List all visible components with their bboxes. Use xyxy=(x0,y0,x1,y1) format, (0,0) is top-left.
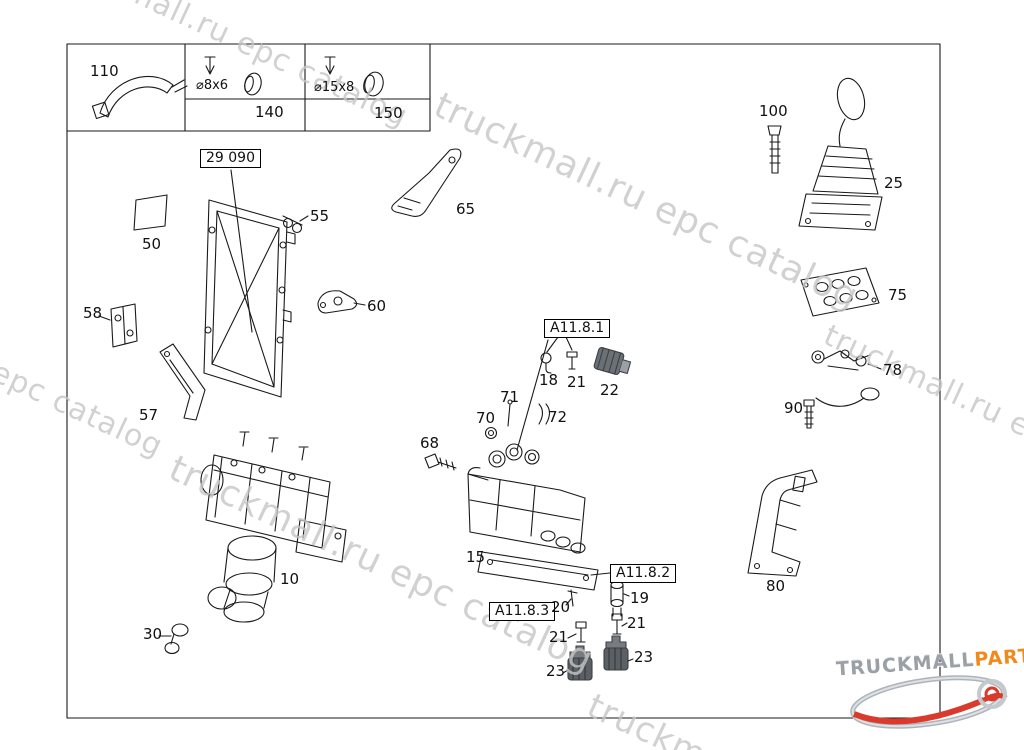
part-connector-22 xyxy=(593,347,632,375)
part-bracket-65 xyxy=(391,148,462,217)
callout-25: 25 xyxy=(884,174,904,192)
callout-75: 75 xyxy=(888,286,908,304)
callout-100: 100 xyxy=(759,102,788,120)
callout-30: 30 xyxy=(143,625,163,643)
part-fitting-18 xyxy=(540,352,552,374)
callout-140: 140 xyxy=(255,103,284,121)
callout-58: 58 xyxy=(83,304,103,322)
part-bracket-60 xyxy=(317,290,358,314)
callout-23-left: 23 xyxy=(546,662,566,680)
leader-55 xyxy=(299,215,309,222)
part-valve-21a xyxy=(566,351,578,370)
callout-90: 90 xyxy=(784,399,804,417)
callout-70: 70 xyxy=(476,409,496,427)
callout-20: 20 xyxy=(551,598,571,616)
part-valve-30 xyxy=(164,623,189,655)
leader-23a xyxy=(562,669,569,674)
assembly-number-box: 29 090 xyxy=(200,149,261,168)
leader-19 xyxy=(623,593,630,597)
callout-110: 110 xyxy=(90,62,119,80)
callout-78: 78 xyxy=(883,361,903,379)
callout-21-left: 21 xyxy=(549,628,569,646)
diagram-border xyxy=(66,43,941,719)
part-pin-71 xyxy=(507,399,513,427)
part-ring-70 xyxy=(484,426,498,440)
ref-box-a11-8-2: A11.8.2 xyxy=(610,564,677,583)
truckmall-logo: TRUCKMALLPARTS xyxy=(835,644,1024,732)
callout-23-right: 23 xyxy=(634,648,654,666)
part-bolt-100 xyxy=(767,125,782,174)
callout-15: 15 xyxy=(466,548,486,566)
callout-22: 22 xyxy=(600,381,620,399)
leader-21b xyxy=(567,633,577,639)
callout-21-top: 21 xyxy=(567,373,587,391)
part-clamp-55 xyxy=(282,215,303,234)
part-plate-50 xyxy=(133,194,168,231)
part-connector-23a xyxy=(567,645,593,681)
part-linkage-78 xyxy=(811,349,871,371)
part-clip-72 xyxy=(538,403,551,425)
part-valve-10 xyxy=(200,431,347,623)
leader-78 xyxy=(867,363,882,370)
part-shift-lever-25 xyxy=(798,77,883,231)
legend-dim-8x6: ⌀8x6 xyxy=(196,78,229,93)
part-bolt-90 xyxy=(803,387,880,429)
leader-58 xyxy=(98,315,111,321)
part-bracket-57 xyxy=(159,343,206,421)
callout-150: 150 xyxy=(374,104,403,122)
part-grommet-140 xyxy=(204,56,262,96)
callout-68: 68 xyxy=(420,434,440,452)
leader-a1181 xyxy=(516,336,573,451)
callout-57: 57 xyxy=(139,406,159,424)
part-screw-20 xyxy=(567,589,578,607)
leader-20 xyxy=(565,598,572,606)
ref-box-a11-8-1: A11.8.1 xyxy=(544,319,611,338)
callout-18: 18 xyxy=(539,371,559,389)
callout-80: 80 xyxy=(766,577,786,595)
part-mounting-plate xyxy=(203,199,296,398)
part-valve-15 xyxy=(467,443,599,591)
part-bracket-80 xyxy=(747,469,818,577)
logo-suffix: PARTS xyxy=(973,643,1024,671)
part-gate-plate-75 xyxy=(800,267,880,317)
logo-swirl-icon xyxy=(850,675,1008,729)
leader-29090 xyxy=(230,169,253,333)
part-sensor-19 xyxy=(610,580,624,617)
leader-60 xyxy=(353,302,366,306)
callout-55: 55 xyxy=(310,207,330,225)
callout-19: 19 xyxy=(630,589,650,607)
callout-71: 71 xyxy=(500,388,520,406)
part-bracket-58 xyxy=(110,303,138,348)
legend-dim-15x8: ⌀15x8 xyxy=(314,80,355,95)
callout-10: 10 xyxy=(280,570,300,588)
part-bolt-68 xyxy=(424,453,457,471)
leader-23b xyxy=(627,658,634,662)
callout-72: 72 xyxy=(548,408,568,426)
callout-50: 50 xyxy=(142,235,162,253)
callout-65: 65 xyxy=(456,200,476,218)
leader-a1182 xyxy=(590,572,611,576)
leader-21c xyxy=(621,622,628,627)
part-grommet-150 xyxy=(324,56,384,97)
callout-60: 60 xyxy=(367,297,387,315)
callout-21-right: 21 xyxy=(627,614,647,632)
ref-box-a11-8-3: A11.8.3 xyxy=(489,602,556,621)
part-connector-23b xyxy=(603,635,629,671)
part-cable-tie-110 xyxy=(91,75,188,120)
